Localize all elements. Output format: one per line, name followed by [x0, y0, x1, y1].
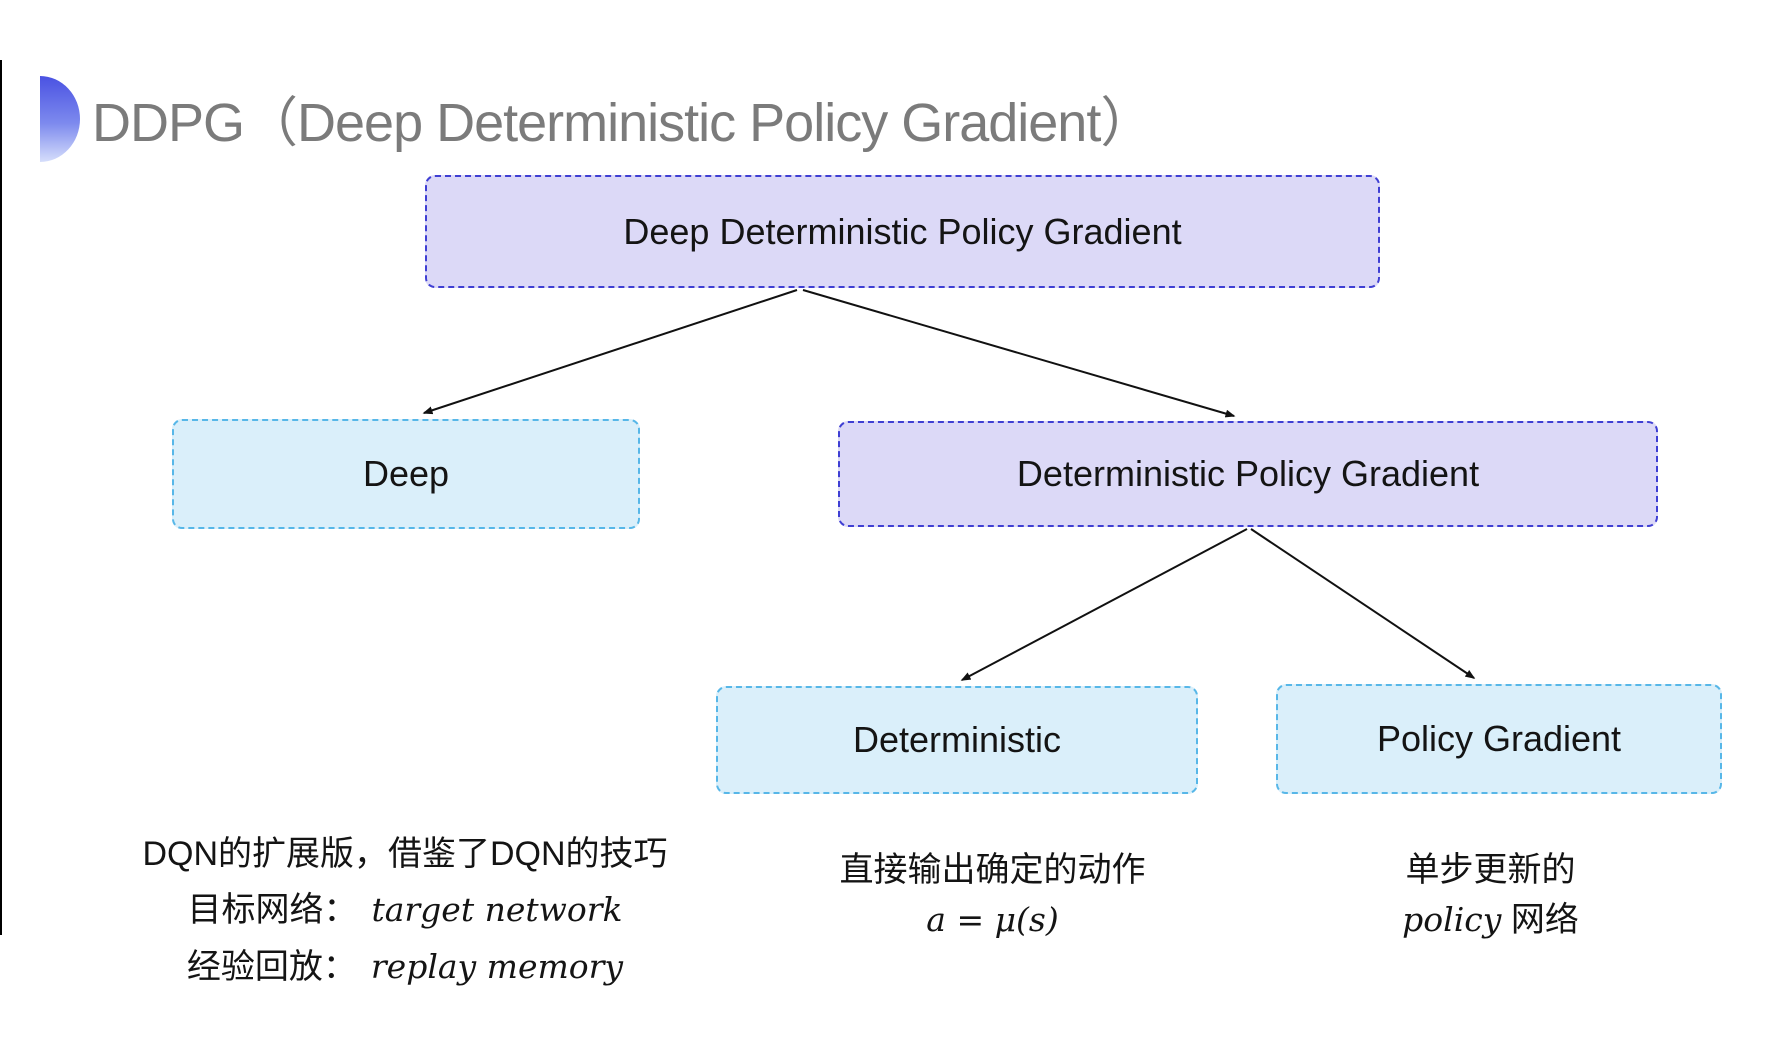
arrow-dpg-to-deterministic	[960, 528, 1248, 681]
node-deterministic-policy-gradient: Deterministic Policy Gradient	[838, 421, 1658, 527]
arrow-ddpg-to-deep	[422, 289, 798, 415]
note-replay-memory-row: 经验回放： replay memory	[187, 947, 623, 988]
target-network-term: target network	[371, 890, 623, 930]
note-ddpg-line1: DQN的扩展版，借鉴了DQN的技巧	[142, 835, 668, 873]
node-deterministic: Deterministic	[716, 686, 1198, 794]
replay-memory-term: replay memory	[370, 946, 624, 986]
page-title: DDPG（Deep Deterministic Policy Gradient）	[92, 93, 1154, 153]
node-deep: Deep	[172, 419, 640, 529]
node-deep-label: Deep	[362, 453, 450, 494]
node-deterministic-label: Deterministic	[852, 719, 1062, 760]
node-policy-gradient: Policy Gradient	[1276, 684, 1722, 794]
policy-suffix: 网络	[1501, 901, 1579, 940]
note-policy-gradient-details: 单步更新的 policy 网络	[1283, 850, 1698, 942]
note-ddpg-details: DQN的扩展版，借鉴了DQN的技巧 目标网络： target network 经验…	[110, 834, 700, 988]
note-deterministic-details: 直接输出确定的动作 a = μ(s)	[770, 850, 1215, 941]
policy-term: policy	[1402, 900, 1502, 940]
note-policy-gradient-line1: 单步更新的	[1405, 851, 1576, 889]
node-ddpg-label: Deep Deterministic Policy Gradient	[623, 210, 1182, 252]
arrow-dpg-to-policy-gradient	[1250, 528, 1476, 679]
note-deterministic-line1: 直接输出确定的动作	[839, 851, 1146, 889]
arrow-ddpg-to-dpg	[802, 289, 1236, 418]
replay-memory-label: 经验回放：	[186, 947, 357, 986]
node-policy-gradient-label: Policy Gradient	[1376, 718, 1622, 759]
node-deterministic-policy-gradient-label: Deterministic Policy Gradient	[1016, 453, 1480, 494]
gradient-half-circle-icon	[40, 76, 80, 162]
note-target-network-row: 目标网络： target network	[187, 890, 622, 931]
left-edge-line	[0, 60, 2, 935]
deterministic-formula: a = μ(s)	[926, 900, 1059, 940]
target-network-label: 目标网络：	[187, 891, 358, 930]
note-policy-network-row: policy 网络	[1402, 900, 1579, 941]
node-ddpg: Deep Deterministic Policy Gradient	[425, 175, 1380, 288]
